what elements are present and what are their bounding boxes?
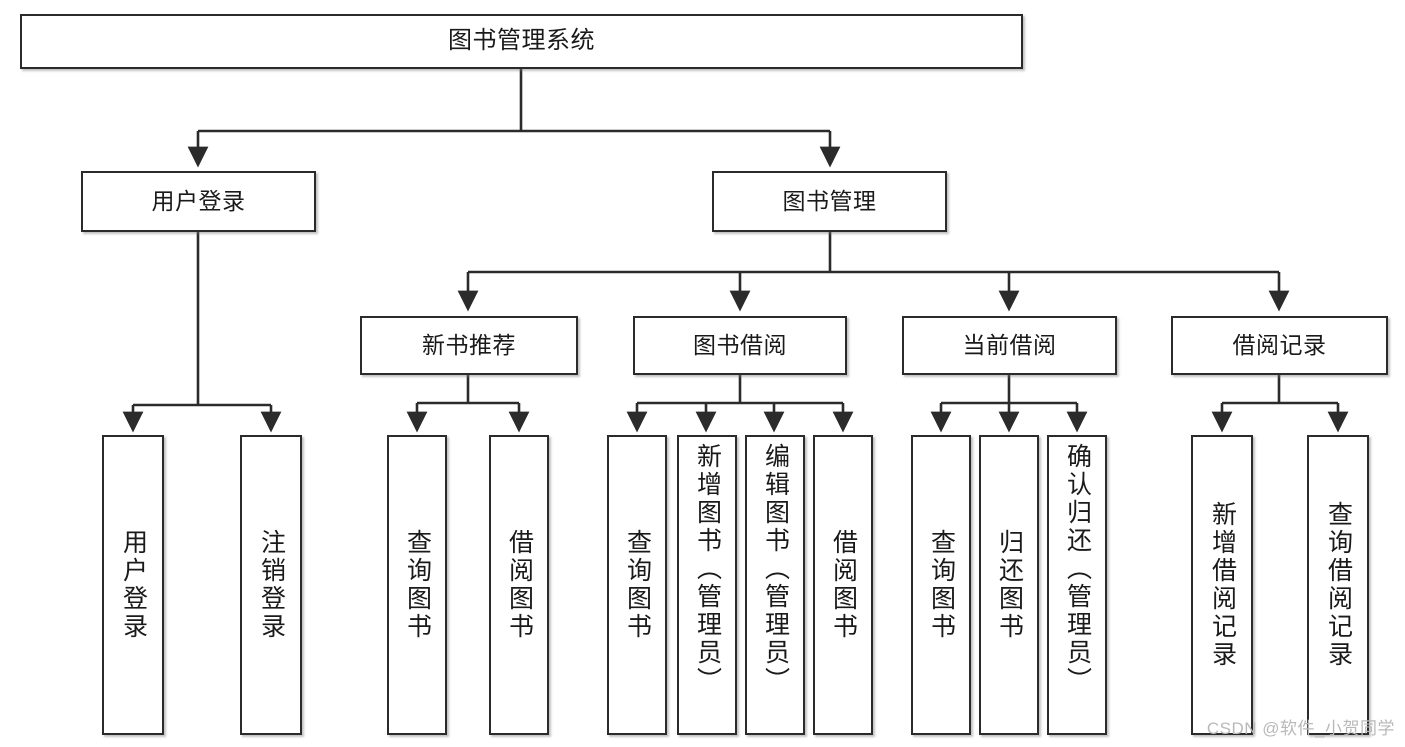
node-leaf-query-book-b-label: 查询图书 — [623, 529, 652, 641]
node-borrow-record[interactable]: 借阅记录 — [1171, 316, 1388, 375]
node-current-borrow[interactable]: 当前借阅 — [902, 316, 1117, 375]
node-leaf-add-record-label: 新增借阅记录 — [1208, 501, 1237, 669]
node-leaf-edit-book-label: 编辑图书（管理员） — [761, 443, 790, 695]
node-leaf-user-login[interactable]: 用户登录 — [102, 435, 164, 735]
node-leaf-return-book-label: 归还图书 — [995, 529, 1024, 641]
node-leaf-borrow-book-b-label: 借阅图书 — [829, 529, 858, 641]
node-leaf-borrow-book-a[interactable]: 借阅图书 — [489, 435, 549, 735]
node-leaf-confirm-return[interactable]: 确认归还（管理员） — [1047, 435, 1107, 735]
node-leaf-add-book[interactable]: 新增图书（管理员） — [677, 435, 737, 735]
node-new-book-rec[interactable]: 新书推荐 — [360, 316, 578, 375]
node-leaf-query-book-c[interactable]: 查询图书 — [911, 435, 971, 735]
node-leaf-query-record-label: 查询借阅记录 — [1324, 501, 1353, 669]
node-leaf-query-book-a[interactable]: 查询图书 — [387, 435, 447, 735]
node-leaf-borrow-book-a-label: 借阅图书 — [505, 529, 534, 641]
node-leaf-confirm-return-label: 确认归还（管理员） — [1063, 443, 1092, 695]
watermark-text: CSDN @软件_小贺同学 — [1206, 719, 1395, 738]
node-leaf-query-book-c-label: 查询图书 — [927, 529, 956, 641]
node-book-manage[interactable]: 图书管理 — [712, 171, 947, 232]
node-new-book-rec-label: 新书推荐 — [422, 331, 516, 358]
node-leaf-add-book-label: 新增图书（管理员） — [693, 443, 722, 695]
node-current-borrow-label: 当前借阅 — [962, 331, 1057, 358]
node-borrow-record-label: 借阅记录 — [1232, 331, 1327, 358]
node-leaf-add-record[interactable]: 新增借阅记录 — [1191, 435, 1253, 735]
node-book-borrow-label: 图书借阅 — [693, 331, 787, 358]
node-leaf-query-record[interactable]: 查询借阅记录 — [1307, 435, 1369, 735]
node-leaf-edit-book[interactable]: 编辑图书（管理员） — [745, 435, 805, 735]
node-leaf-return-book[interactable]: 归还图书 — [979, 435, 1039, 735]
node-leaf-query-book-a-label: 查询图书 — [403, 529, 432, 641]
node-user-login[interactable]: 用户登录 — [81, 171, 316, 232]
node-leaf-logout-label: 注销登录 — [257, 529, 286, 641]
node-book-manage-label: 图书管理 — [782, 187, 877, 214]
node-root-label: 图书管理系统 — [448, 27, 595, 55]
node-book-borrow[interactable]: 图书借阅 — [633, 316, 847, 375]
node-root[interactable]: 图书管理系统 — [20, 14, 1023, 69]
node-leaf-borrow-book-b[interactable]: 借阅图书 — [813, 435, 873, 735]
node-leaf-query-book-b[interactable]: 查询图书 — [607, 435, 667, 735]
node-leaf-user-login-label: 用户登录 — [119, 529, 148, 641]
node-leaf-logout[interactable]: 注销登录 — [240, 435, 302, 735]
node-user-login-label: 用户登录 — [151, 187, 246, 214]
